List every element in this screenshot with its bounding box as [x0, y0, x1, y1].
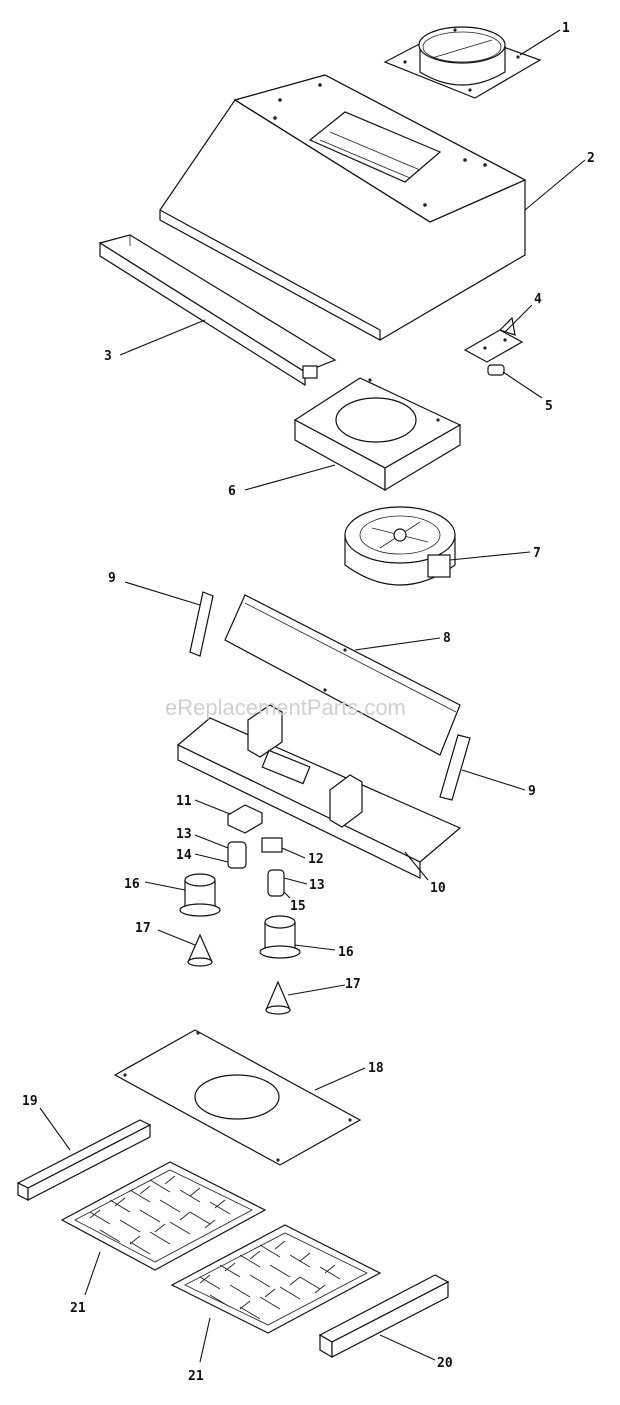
part-6-blower-plate	[293, 377, 462, 492]
part-18-bottom-plate	[113, 1029, 362, 1166]
part-19-left-rail	[16, 1119, 152, 1201]
callout-13-left: 13	[176, 827, 192, 842]
callout-11: 11	[176, 794, 192, 809]
part-14-socket-left	[227, 841, 247, 869]
callout-21-right: 21	[188, 1369, 204, 1384]
callout-18: 18	[368, 1061, 384, 1076]
part-4-bracket	[463, 316, 524, 363]
callout-19: 19	[22, 1094, 38, 1109]
callout-5: 5	[545, 399, 553, 414]
part-2-hood-body	[159, 74, 527, 341]
part-1-duct-collar	[383, 26, 542, 99]
part-16-lamp-housing-right	[259, 915, 301, 959]
callout-12: 12	[308, 852, 324, 867]
callout-20: 20	[437, 1356, 453, 1371]
callout-6: 6	[228, 484, 236, 499]
callout-13-right: 13	[309, 878, 325, 893]
part-15-socket-right	[267, 869, 285, 897]
watermark: eReplacementParts.com	[165, 695, 406, 720]
callout-9-left: 9	[108, 571, 116, 586]
callout-8: 8	[443, 631, 451, 646]
part-12-component	[261, 837, 283, 853]
callout-4: 4	[534, 292, 542, 307]
callout-1: 1	[562, 21, 570, 36]
part-16-lamp-housing-left	[179, 873, 221, 917]
part-17-lamp-cone-left	[187, 933, 213, 967]
part-9-lens-left	[189, 591, 214, 657]
callout-16-left: 16	[124, 877, 140, 892]
callout-3: 3	[104, 349, 112, 364]
part-11-transformer	[227, 804, 263, 834]
callout-21-left: 21	[70, 1301, 86, 1316]
callout-7: 7	[533, 546, 541, 561]
part-7-blower-motor	[344, 506, 456, 586]
callout-14: 14	[176, 848, 192, 863]
callout-17-left: 17	[135, 921, 151, 936]
part-21-filter-right	[170, 1224, 382, 1334]
part-5-switch	[487, 364, 505, 376]
callout-10: 10	[430, 881, 446, 896]
part-20-right-rail	[318, 1274, 450, 1359]
callout-2: 2	[587, 151, 595, 166]
part-3-front-channel	[98, 234, 337, 387]
part-8-front-panel	[224, 594, 461, 756]
callout-16-right: 16	[338, 945, 354, 960]
part-17-lamp-cone-right	[265, 980, 291, 1015]
callout-17-right: 17	[345, 977, 361, 992]
callout-9-right: 9	[528, 784, 536, 799]
callout-15: 15	[290, 899, 306, 914]
part-21-filter-left	[60, 1161, 267, 1271]
part-9-lens-right	[439, 734, 471, 801]
part-10-chassis	[176, 704, 462, 879]
